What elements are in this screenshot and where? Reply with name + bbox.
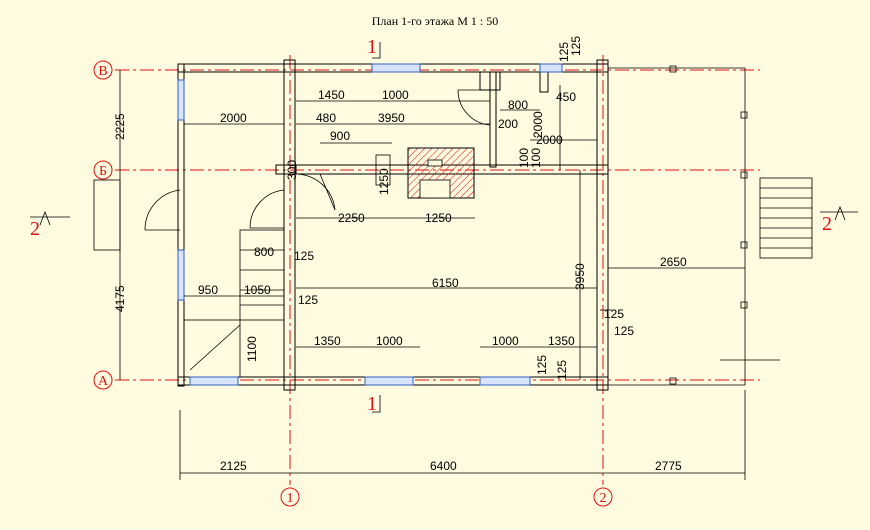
svg-text:2: 2 (30, 218, 40, 240)
svg-text:950: 950 (198, 283, 218, 297)
axis-marker-row-a: А (93, 370, 113, 390)
svg-text:900: 900 (330, 129, 350, 143)
svg-text:100: 100 (517, 148, 531, 168)
svg-text:480: 480 (316, 111, 336, 125)
axis-marker-col-1: 1 (280, 487, 300, 507)
svg-text:125: 125 (298, 293, 318, 307)
svg-text:450: 450 (556, 90, 576, 104)
svg-text:2250: 2250 (338, 211, 365, 225)
svg-text:В: В (98, 64, 107, 79)
axis-marker-col-2: 2 (593, 487, 613, 507)
svg-text:1100: 1100 (245, 336, 259, 362)
drawing-title: План 1-го этажа М 1 : 50 (372, 14, 499, 28)
svg-text:4175: 4175 (113, 285, 127, 312)
svg-text:2: 2 (600, 491, 607, 506)
svg-text:300: 300 (285, 160, 299, 180)
svg-text:1350: 1350 (314, 334, 341, 348)
svg-text:200: 200 (498, 117, 518, 131)
dimension-labels: 1450 1000 800 450 125 125 2225 2000 480 … (113, 36, 687, 473)
svg-text:1000: 1000 (492, 334, 519, 348)
svg-text:1000: 1000 (382, 88, 409, 102)
section-marker-left: 2 (30, 210, 70, 240)
svg-text:6150: 6150 (432, 276, 459, 290)
svg-text:125: 125 (604, 307, 624, 321)
section-marker-bottom: 1 (367, 393, 381, 415)
walls (93, 59, 813, 391)
svg-text:2125: 2125 (220, 459, 247, 473)
svg-text:3950: 3950 (573, 263, 587, 290)
svg-text:800: 800 (254, 245, 274, 259)
svg-text:125: 125 (294, 249, 314, 263)
axis-marker-row-b: Б (93, 160, 113, 180)
svg-text:1050: 1050 (244, 283, 271, 297)
svg-text:1250: 1250 (425, 211, 452, 225)
svg-text:125: 125 (535, 355, 549, 375)
svg-text:1350: 1350 (548, 334, 575, 348)
svg-text:Б: Б (99, 164, 107, 179)
svg-text:2650: 2650 (660, 255, 687, 269)
svg-text:125: 125 (614, 324, 634, 338)
svg-text:2775: 2775 (655, 459, 682, 473)
svg-text:1: 1 (287, 491, 294, 506)
dimension-lines (119, 70, 746, 480)
svg-text:2225: 2225 (113, 113, 127, 140)
windows (177, 63, 563, 386)
svg-text:2000: 2000 (536, 133, 563, 147)
section-marker-top: 1 (367, 36, 381, 59)
section-marker-right: 2 (820, 205, 858, 235)
svg-text:1000: 1000 (376, 334, 403, 348)
svg-text:1: 1 (367, 393, 377, 415)
svg-text:125: 125 (557, 42, 571, 62)
svg-text:125: 125 (569, 36, 583, 56)
svg-text:3950: 3950 (378, 111, 405, 125)
svg-text:125: 125 (555, 360, 569, 380)
svg-text:1250: 1250 (377, 168, 391, 195)
svg-text:2000: 2000 (531, 111, 545, 138)
axis-lines (115, 55, 760, 485)
svg-text:2000: 2000 (220, 111, 247, 125)
svg-text:1450: 1450 (318, 88, 345, 102)
svg-text:100: 100 (529, 148, 543, 168)
stove (375, 147, 475, 199)
svg-text:6400: 6400 (430, 459, 457, 473)
svg-text:1: 1 (367, 36, 377, 58)
svg-text:А: А (98, 374, 109, 389)
axis-marker-row-v: В (93, 60, 113, 80)
svg-text:800: 800 (508, 98, 528, 112)
svg-text:2: 2 (822, 213, 832, 235)
